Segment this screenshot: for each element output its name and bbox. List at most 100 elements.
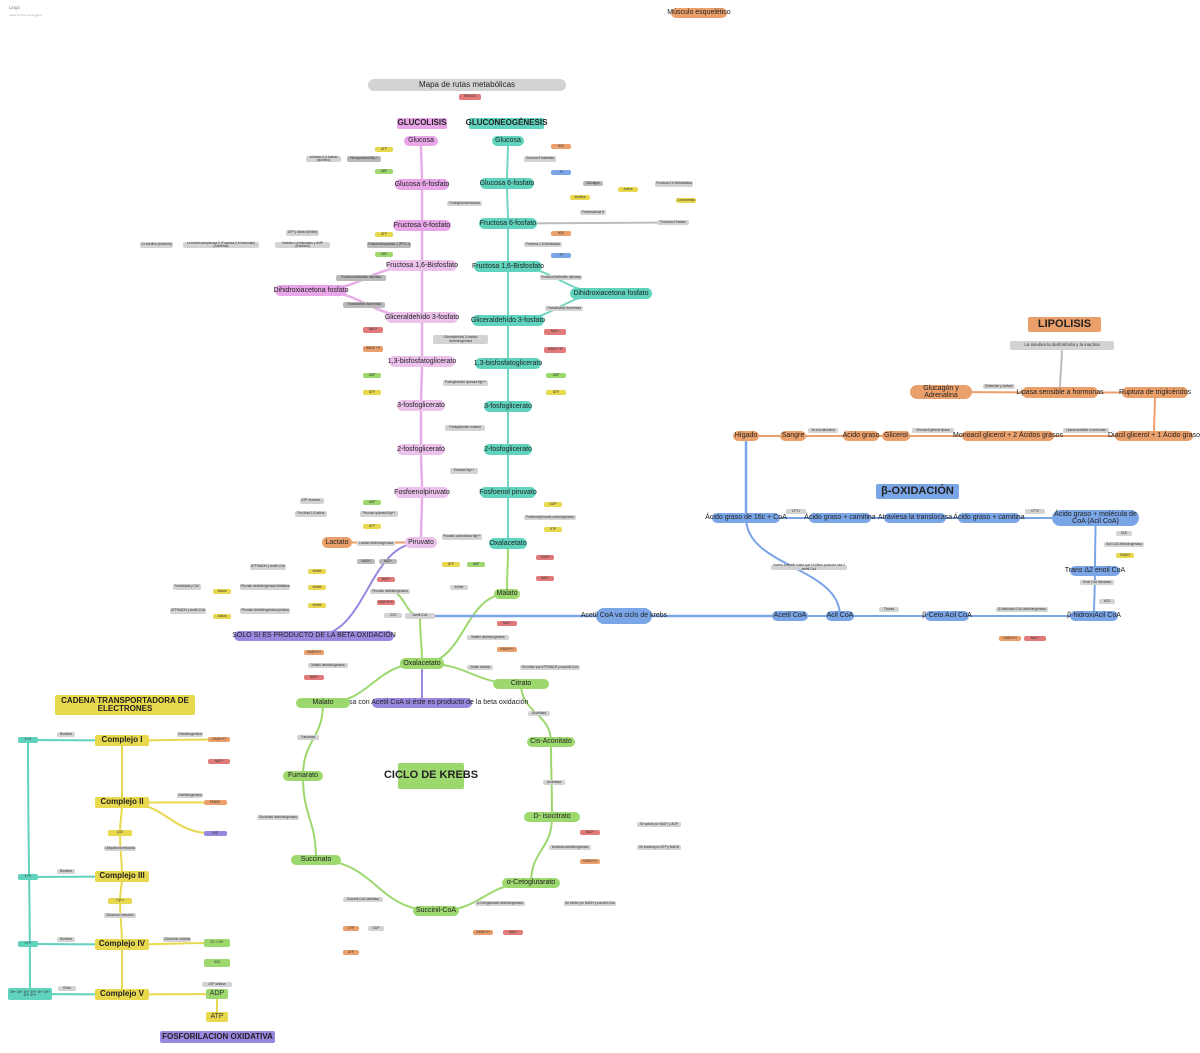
node-g-nad1[interactable]: NAD+: [363, 327, 383, 333]
node-c4-h[interactable]: 2 H+: [18, 941, 38, 947]
node-gn-g6p[interactable]: Glucosa 6-fosfato: [480, 178, 534, 189]
node-g-enolasa[interactable]: Enolasa Mg++: [450, 468, 478, 474]
node-k-akgdh[interactable]: α-Cetoglutarato deshidrogenasa: [475, 901, 525, 906]
node-c1-nad[interactable]: NAD+: [208, 759, 230, 764]
node-g-pgk[interactable]: Fosfoglicerato quinasa Mg++: [443, 380, 488, 386]
node-pdh-activa2[interactable]: Activa: [213, 614, 231, 619]
node-k-nadh-top[interactable]: NADH+H: [497, 647, 517, 652]
node-c2[interactable]: Complejo II: [95, 797, 149, 808]
node-c3-h[interactable]: 4 H+: [18, 874, 38, 880]
node-k-acon2[interactable]: Aconitasa: [543, 780, 565, 785]
node-pdh-activa[interactable]: Activa: [213, 589, 231, 594]
node-c3[interactable]: Complejo III: [95, 871, 149, 882]
node-k-nad-iso[interactable]: NAD+: [580, 830, 600, 835]
node-gn-f6p[interactable]: Fructosa 6-fosfato: [479, 218, 537, 229]
node-sangre[interactable]: Sangre: [780, 431, 806, 441]
node-cpt1[interactable]: CPT1: [786, 509, 806, 514]
node-acil-coa2[interactable]: Acil CoA: [826, 611, 854, 621]
node-fadh2-b[interactable]: FADH2: [1116, 553, 1134, 558]
node-gn-pep[interactable]: Fosfoenol piruvato: [479, 487, 537, 498]
node-pdh-kin[interactable]: Piruvato deshidrogenasa fosfatasa: [240, 584, 290, 590]
node-gn-3pg[interactable]: 3-fosfoglicerato: [484, 401, 532, 412]
node-k-acon1[interactable]: Aconitasa: [528, 711, 550, 716]
node-ac-coa[interactable]: Ácido graso de 16c + CoA: [705, 513, 787, 523]
node-gn-f26[interactable]: Fructosa 2,6 bisfosfatasa: [655, 181, 693, 187]
node-c1-enz[interactable]: Deshidrogenasa: [177, 731, 203, 737]
node-c1-h[interactable]: 4 H+: [18, 737, 38, 743]
node-lactato[interactable]: Lactato: [322, 537, 352, 548]
node-nad-b[interactable]: NAD+: [1024, 636, 1046, 641]
node-ac-carnitina[interactable]: Ácido graso + carnitina: [804, 513, 876, 523]
node-k-akgdh-in[interactable]: Se inhibe por NADH y succinil-CoA: [564, 900, 616, 906]
node-c2-enz[interactable]: Deshidrogenasa: [177, 792, 203, 798]
node-g-adp4[interactable]: ADP: [363, 500, 381, 505]
node-lipo-title[interactable]: LIPOLISIS: [1028, 317, 1101, 332]
node-g-pfk-in2[interactable]: La fosfofructoquinasa 2 (Fructosa 2,6 bi…: [183, 241, 259, 248]
node-g-f16[interactable]: Fructosa 1,6-Bisfosfato: [386, 260, 458, 271]
node-g-g6p[interactable]: Glucosa 6-fosfato: [395, 179, 449, 190]
node-enoil-hid[interactable]: Enoil CoA hidratasa: [1080, 580, 1114, 585]
node-c1-entra[interactable]: Bombea: [57, 732, 75, 737]
node-fos-title[interactable]: FOSFORILACION OXIDATIVA: [160, 1031, 275, 1043]
node-k-cis[interactable]: Cis-Aconitato: [527, 737, 575, 747]
node-pdh-co2[interactable]: CO2: [384, 613, 402, 618]
node-gn-atp[interactable]: ATP: [546, 390, 566, 395]
node-g-atp1[interactable]: ATP: [375, 147, 393, 152]
node-gn-fructo-p[interactable]: Fructosa 6 fosfato: [657, 220, 689, 225]
node-g-atp-citrate[interactable]: ATP y citrato (inhibe): [286, 230, 319, 236]
node-g-piruvato[interactable]: Piruvato: [405, 537, 437, 548]
node-k-isocit[interactable]: D- isocitrato: [524, 812, 580, 822]
node-g-atp3[interactable]: ATP: [363, 390, 381, 395]
node-gn-activa[interactable]: Activa: [618, 187, 638, 192]
node-gn-fructosa-m[interactable]: Fructosamina 6: [580, 210, 606, 215]
node-cytc[interactable]: Cyt c: [108, 898, 132, 904]
node-pdh-nadh[interactable]: NADH+H+: [377, 599, 395, 605]
node-g-aldolasa[interactable]: Fructosa bisfosfato aldolasa: [336, 275, 386, 281]
node-q10-lbl[interactable]: Ubiquinona reducida: [104, 845, 136, 851]
node-musculo[interactable]: Músculo esquelético: [667, 8, 731, 18]
node-acetil-ciclo[interactable]: Acetil CoA va ciclo de krebs: [581, 608, 667, 624]
node-ruptura[interactable]: Ruptura de triglicéridos: [1119, 387, 1191, 398]
node-gn-2pg[interactable]: 2-fosfoglicerato: [484, 444, 532, 455]
node-c2-fad[interactable]: FAD: [204, 831, 226, 836]
node-c5-adp[interactable]: ADP: [206, 989, 228, 999]
node-gn-glucosa[interactable]: Glucosa: [492, 136, 524, 146]
node-k-note[interactable]: Se condensa con Acetil CoA si éste es pr…: [315, 698, 529, 708]
node-k-nadh-iso[interactable]: NADH+H: [580, 859, 600, 864]
node-mg-lipasa[interactable]: Monoacil glicerol lipasa: [912, 428, 954, 433]
node-gn-h2o2[interactable]: H2O: [551, 231, 571, 236]
node-c4-o2[interactable]: O2 + 2H+: [204, 939, 230, 947]
node-k-oxal[interactable]: Oxalacetato: [400, 658, 444, 669]
node-pdh-reg1[interactable]: ATP/NADH y Acetil-CoA: [250, 564, 286, 570]
node-c4[interactable]: Complejo IV: [95, 939, 149, 950]
node-c5-atp[interactable]: ATP: [206, 1012, 228, 1022]
node-mapa[interactable]: Mapa de rutas metabólicas: [368, 79, 566, 91]
node-k-succoa[interactable]: Succinil-CoA: [413, 906, 459, 916]
node-c5-entra[interactable]: Entra: [58, 986, 76, 991]
node-acetil-coa-b[interactable]: Acetil CoA: [772, 611, 808, 621]
node-h2o-b[interactable]: H2O: [1099, 599, 1115, 604]
node-beta-title[interactable]: β-OXIDACIÓN: [876, 484, 959, 499]
node-g-atp4[interactable]: ATP: [363, 524, 381, 529]
node-g-pgm[interactable]: Fosfoglicerato mutasa: [445, 425, 485, 431]
node-c5[interactable]: Complejo V: [95, 989, 149, 1000]
node-trans[interactable]: Trans Δ2 enoil CoA: [1064, 566, 1126, 576]
node-g-fru[interactable]: Fructosa 1,6 activa: [295, 511, 327, 517]
node-gng-title[interactable]: GLUCONEOGÉNESIS: [465, 118, 548, 129]
node-glucagon-a[interactable]: Glucagón y Adrenalina: [910, 385, 972, 399]
node-g-hex[interactable]: Hexoquinasa/Hkq 1: [347, 156, 381, 162]
node-c2-fadh[interactable]: FADH2: [204, 800, 226, 805]
node-nad-l[interactable]: NAD+: [379, 559, 397, 564]
node-c4-ox[interactable]: Citocromo oxidasa: [163, 936, 191, 942]
node-k-mdh[interactable]: Malato deshidrogenasa: [308, 663, 348, 668]
node-k-sdh[interactable]: Succinato deshidrogenasa: [257, 815, 299, 820]
node-gn-atp2[interactable]: ATP: [442, 562, 460, 567]
node-gn-h2o[interactable]: H2O: [551, 144, 571, 149]
node-gn-13bpg[interactable]: 1,3-bisfosfatoglicerato: [474, 358, 542, 369]
node-k-idh-in1[interactable]: Se activa por NAD+ y ADP: [637, 822, 681, 827]
node-gn-insulina[interactable]: Insulina: [570, 195, 590, 200]
node-c5-sint[interactable]: ATP sintasa: [202, 982, 232, 987]
node-gluc-title[interactable]: GLUCOLISIS: [397, 118, 447, 129]
node-albumina[interactable]: Va a la albúmina: [808, 428, 838, 433]
node-g-nadh1[interactable]: NADH +H: [363, 346, 383, 352]
